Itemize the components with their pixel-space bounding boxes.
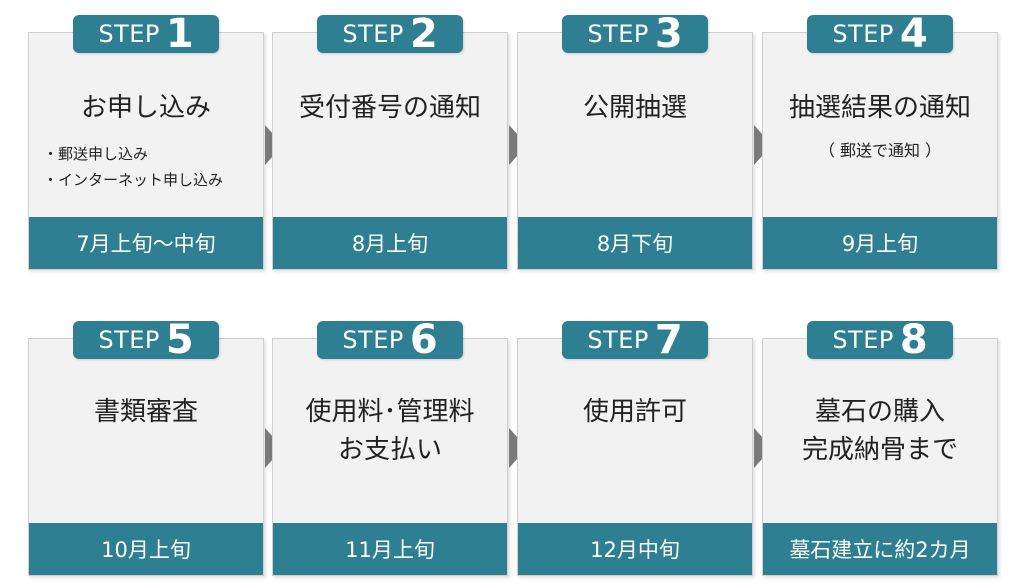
step-3-title: 公開抽選 — [582, 93, 687, 123]
step-label: STEP — [342, 20, 404, 48]
step-number: 3 — [654, 11, 683, 57]
step-label: STEP — [342, 326, 404, 354]
step-1-period: 7月上旬～中旬 — [29, 217, 263, 269]
step-8-period: 墓石建立に約2カ月 — [763, 523, 997, 575]
step-5-period: 10月上旬 — [29, 523, 263, 575]
step-1-title: お申し込み — [80, 93, 211, 123]
option-internet: インターネット申し込み — [43, 167, 259, 193]
step-8-title: 墓石の購入 完成納骨まで — [801, 397, 958, 465]
step-number: 1 — [165, 11, 194, 57]
step-4-title: 抽選結果の通知 — [788, 93, 971, 123]
step-7-title: 使用許可 — [582, 397, 687, 427]
step-number: 5 — [165, 317, 194, 363]
step-number: 7 — [654, 317, 683, 363]
step-number: 6 — [409, 317, 438, 363]
step-1-options: 郵送申し込み インターネット申し込み — [43, 141, 259, 193]
step-label: STEP — [98, 326, 160, 354]
step-label: STEP — [587, 326, 649, 354]
step-label: STEP — [832, 20, 894, 48]
step-3-period: 8月下旬 — [518, 217, 752, 269]
step-7-period: 12月中旬 — [518, 523, 752, 575]
step-4-period: 9月上旬 — [763, 217, 997, 269]
step-2-title: 受付番号の通知 — [298, 93, 481, 123]
option-mail: 郵送申し込み — [43, 141, 259, 167]
step-4-note: （ 郵送で通知 ） — [818, 141, 942, 160]
step-2-period: 8月上旬 — [273, 217, 507, 269]
step-number: 2 — [409, 11, 438, 57]
step-number: 8 — [899, 317, 928, 363]
step-6-period: 11月上旬 — [273, 523, 507, 575]
step-label: STEP — [98, 20, 160, 48]
step-6-title: 使用料･管理料 お支払い — [305, 397, 475, 465]
step-5-title: 書類審査 — [93, 397, 198, 427]
step-number: 4 — [899, 11, 928, 57]
step-label: STEP — [587, 20, 649, 48]
step-label: STEP — [832, 326, 894, 354]
